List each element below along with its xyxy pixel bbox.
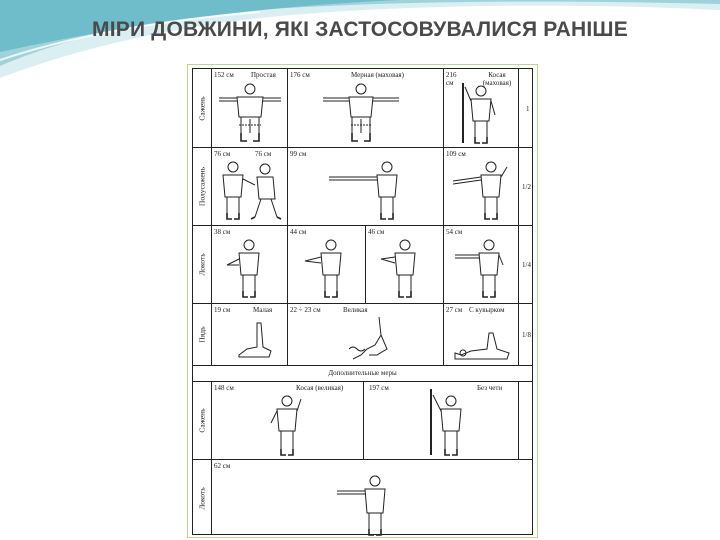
hand-span-icon [339,315,395,363]
row-divider [193,459,532,460]
row-label: Пядь [197,326,207,343]
figure-raised-arm [267,391,307,457]
row-label: Локоть [197,253,207,276]
cell-value: 76 см [214,150,231,158]
figure-half-fathom [215,159,285,223]
cell-value: 22 ÷ 23 см [290,306,321,314]
figure-with-staff [425,387,471,457]
figure-one-arm-out [325,159,415,223]
cell-value: 76 см [255,150,272,158]
row-fraction: 1/4 [522,261,531,269]
cell-value: 99 см [290,150,307,158]
hand-span-icon [233,317,277,361]
column-divider [518,69,519,365]
additional-measures-header: Дополнительные меры [328,369,397,377]
cell-divider [365,225,366,303]
cell-caption: Великая [343,306,368,314]
row-label: Сажень [197,96,207,121]
column-divider [211,381,212,534]
cell-caption: Простая [251,71,276,79]
cell-divider [443,69,444,225]
row-fraction: 1/8 [522,331,531,339]
cell-caption: Косая (великая) [296,384,344,392]
cell-divider [363,381,364,459]
cell-value: 44 см [290,228,307,236]
row-divider [193,225,532,226]
figure-arms-spread [321,81,401,145]
measures-table: Сажень Полусажень Локоть Пядь Сажень Лок… [192,68,533,536]
cell-caption: Без чети [477,384,503,392]
row-fraction: 1 [526,105,530,113]
cell-divider [287,69,288,225]
cell-value: 152 см [214,71,234,79]
cell-value: 148 см [214,384,234,392]
cell-value: 176 см [290,71,310,79]
row-fraction: 1/2 [522,183,531,191]
cell-value: 38 см [214,228,231,236]
cell-value: 197 см [369,384,389,392]
cell-divider [443,303,444,365]
figure-elbow [451,237,515,301]
cell-caption: Косая (маховая) [482,71,512,87]
cell-value: 216 см [446,71,457,87]
row-label: Локоть [197,487,207,510]
cell-value: 109 см [446,150,466,158]
row-divider [193,381,532,382]
cell-value: 62 см [214,462,231,470]
header-swoosh [0,0,720,78]
cell-divider [287,225,288,303]
cell-caption: Малая [253,306,273,314]
cell-divider [443,225,444,303]
cell-value: 46 см [368,228,385,236]
cell-caption: С кувырком [469,306,505,314]
measures-table-image: Сажень Полусажень Локоть Пядь Сажень Лок… [187,64,538,538]
row-divider [193,365,532,366]
cell-divider [287,303,288,365]
figure-elbow [223,237,273,301]
slide-title: МІРИ ДОВЖИНИ, ЯКІ ЗАСТОСОВУВАЛИСЯ РАНІШЕ [92,18,628,41]
figure-one-arm-out [449,159,515,223]
row-label: Полусажень [197,166,207,207]
hand-span-icon [451,323,513,363]
figure-raised-arm [451,81,511,145]
figure-elbow [379,237,429,301]
figure-one-arm-out [333,471,399,539]
cell-caption: Мерная (маховая) [351,71,404,79]
column-divider [518,381,519,459]
cell-value: 54 см [446,228,463,236]
cell-value: 19 см [214,306,231,314]
row-label: Сажень [197,408,207,433]
figure-elbow [303,237,353,301]
row-divider [193,147,532,148]
figure-arms-spread [217,81,283,145]
row-divider [193,303,532,304]
column-divider [211,69,212,365]
cell-value: 27 см [446,306,463,314]
